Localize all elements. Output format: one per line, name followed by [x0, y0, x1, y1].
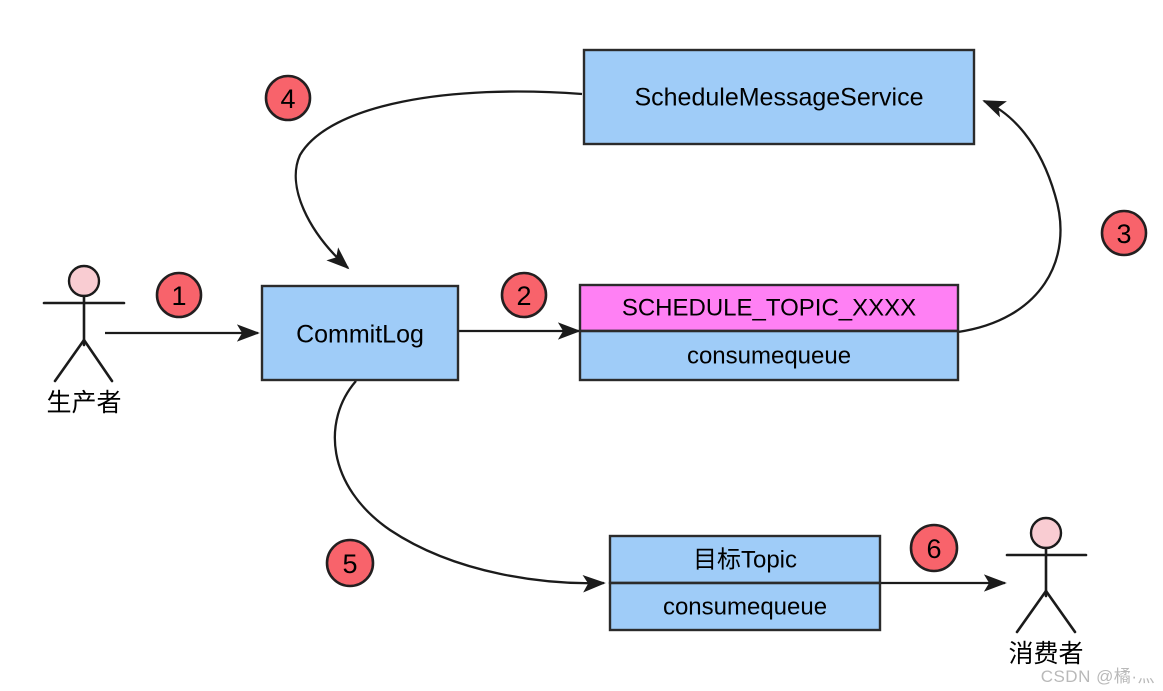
node-schedule-topic[interactable]: SCHEDULE_TOPIC_XXXX consumequeue — [578, 283, 960, 382]
badge-step-6-circle — [909, 523, 959, 573]
badge-step-6-label: 6 — [926, 534, 941, 564]
commit-log-box — [260, 284, 460, 382]
producer-head-icon — [67, 264, 101, 298]
consumer-left-leg-icon — [1015, 589, 1048, 634]
actor-consumer[interactable]: 消费者 — [1005, 516, 1088, 668]
arrow-service-to-commitlog — [294, 90, 583, 270]
badge-step-5[interactable]: 5 — [325, 538, 375, 588]
badge-step-1-circle — [155, 271, 203, 319]
badge-step-2-label: 2 — [516, 281, 531, 311]
arrow-commitlog-to-target-topic — [333, 380, 606, 593]
consumer-head-icon — [1029, 516, 1063, 550]
badge-step-5-circle — [325, 538, 375, 588]
badge-step-4-circle — [264, 74, 312, 122]
badge-step-3-circle — [1100, 209, 1148, 257]
badge-step-1-label: 1 — [171, 281, 186, 311]
target-topic-header-box — [608, 534, 882, 585]
node-schedule-message-service[interactable]: ScheduleMessageService — [582, 48, 976, 146]
schedule-topic-header-label: SCHEDULE_TOPIC_XXXX — [622, 294, 916, 321]
target-topic-header-label: 目标Topic — [693, 546, 797, 573]
schedule-message-service-label: ScheduleMessageService — [634, 84, 923, 112]
schedule-topic-header-box — [578, 283, 960, 333]
badge-step-4[interactable]: 4 — [264, 74, 312, 122]
node-target-topic[interactable]: 目标Topic consumequeue — [608, 534, 882, 632]
schedule-message-service-box — [582, 48, 976, 146]
badge-step-1[interactable]: 1 — [155, 271, 203, 319]
commit-log-label: CommitLog — [296, 321, 424, 349]
schedule-topic-body-label: consumequeue — [687, 342, 851, 369]
badge-step-4-label: 4 — [280, 84, 295, 114]
badge-step-2[interactable]: 2 — [500, 271, 548, 319]
node-commit-log[interactable]: CommitLog — [260, 284, 460, 382]
badge-step-3[interactable]: 3 — [1100, 209, 1148, 257]
producer-right-leg-icon — [82, 338, 114, 383]
badge-step-2-circle — [500, 271, 548, 319]
watermark: CSDN @橘·灬 — [1040, 667, 1155, 686]
consumer-label: 消费者 — [1008, 640, 1083, 668]
arrow-schedule-topic-to-service — [957, 99, 1062, 334]
target-topic-body-label: consumequeue — [663, 593, 827, 620]
consumer-right-leg-icon — [1044, 589, 1077, 634]
badge-step-3-label: 3 — [1116, 219, 1131, 249]
producer-label: 生产者 — [46, 389, 121, 417]
badge-step-6[interactable]: 6 — [909, 523, 959, 573]
producer-left-leg-icon — [53, 338, 86, 383]
actor-producer[interactable]: 生产者 — [42, 264, 126, 417]
badge-step-5-label: 5 — [342, 549, 357, 579]
schedule-topic-body-box — [578, 329, 960, 382]
